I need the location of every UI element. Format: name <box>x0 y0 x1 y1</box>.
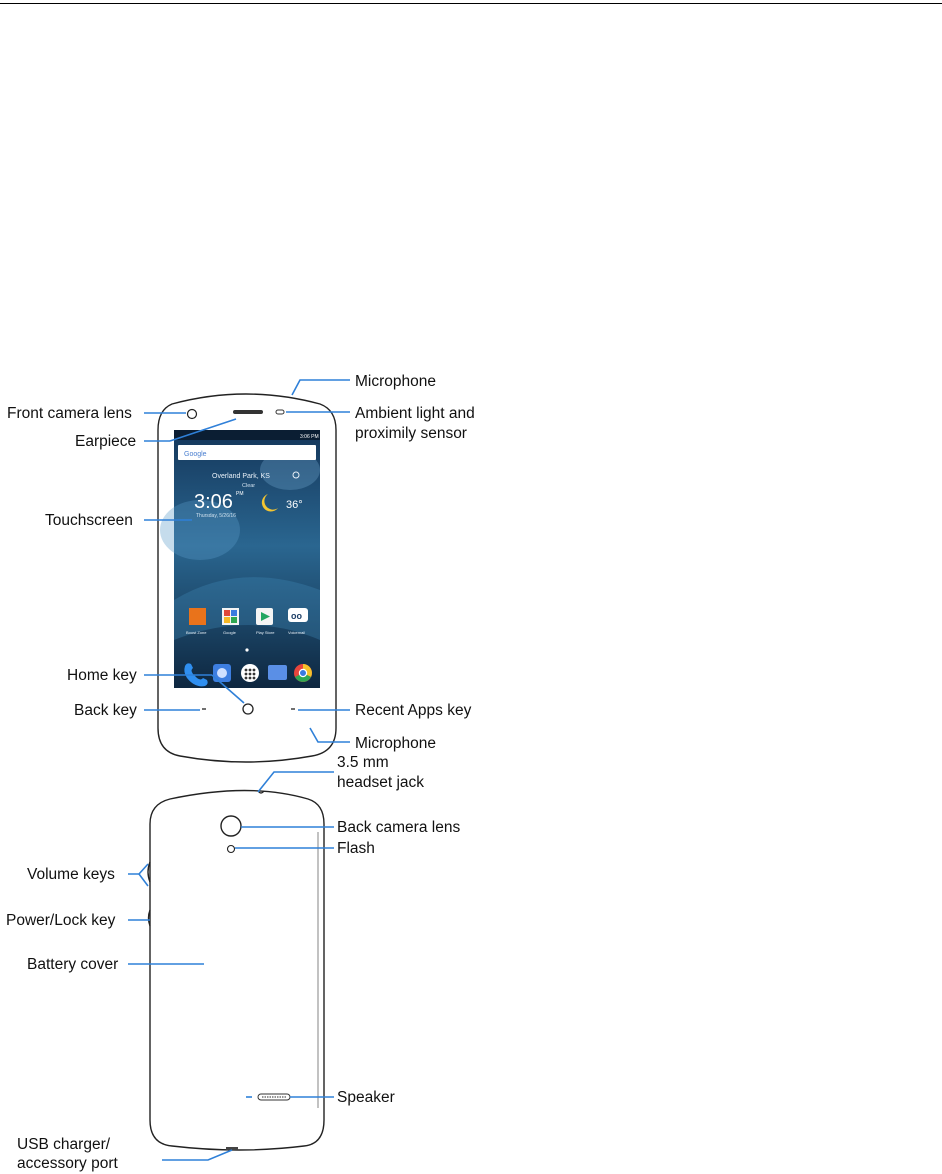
app-label-1: Boost Zone <box>186 630 207 635</box>
label-front-camera: Front camera lens <box>7 405 132 422</box>
usb-port <box>226 1147 238 1150</box>
earpiece-slot <box>233 410 263 414</box>
search-bar <box>178 445 316 460</box>
boost-zone-icon <box>189 608 206 625</box>
label-flash: Flash <box>337 840 375 857</box>
label-speaker: Speaker <box>337 1089 395 1106</box>
location-text: Overland Park, KS <box>212 473 270 480</box>
label-microphone-top: Microphone <box>355 373 436 390</box>
label-microphone-bottom: Microphone <box>355 735 436 752</box>
dock <box>184 663 312 687</box>
front-phone: 3:06 PM Google Overland Park, KS Clear 3… <box>157 393 337 763</box>
touchscreen-display <box>174 430 320 688</box>
label-earpiece: Earpiece <box>75 433 136 450</box>
home-key-mark <box>242 703 254 715</box>
phone-icon <box>184 663 208 687</box>
front-labels: Microphone Front camera lens Ambient lig… <box>7 373 475 752</box>
voicemail-icon <box>288 608 308 622</box>
app-label-4: Voicemail <box>288 630 305 635</box>
back-camera-lens <box>220 815 242 837</box>
label-battery-cover: Battery cover <box>27 956 118 973</box>
label-usb-line1: USB charger/ <box>17 1136 111 1153</box>
power-key-bump <box>147 909 151 927</box>
status-bar <box>174 430 320 440</box>
weather-condition: Clear <box>242 483 255 489</box>
label-touchscreen: Touchscreen <box>45 512 133 529</box>
label-volume-keys: Volume keys <box>27 866 115 883</box>
front-leaders <box>144 379 350 743</box>
ambient-sensor <box>275 409 285 415</box>
back-phone <box>147 789 325 1151</box>
label-ambient-line1: Ambient light and <box>355 405 475 422</box>
label-power-key: Power/Lock key <box>6 912 116 929</box>
search-brand: Google <box>184 451 207 458</box>
label-recent-apps: Recent Apps key <box>355 702 472 719</box>
app-label-3: Play Store <box>256 630 275 635</box>
flash-led <box>226 844 236 854</box>
front-camera-lens <box>186 408 198 420</box>
label-headset-line2: headset jack <box>337 774 424 791</box>
status-time: 3:06 PM <box>300 434 319 440</box>
label-back-key: Back key <box>74 702 137 719</box>
svg-text:oo: oo <box>291 611 302 621</box>
label-ambient-line2: proximily sensor <box>355 425 467 442</box>
app-row: oo Boost Zone Google Play Store Voicemai… <box>186 608 308 635</box>
volume-keys-bump <box>147 861 151 883</box>
clock-time: 3:06 <box>194 491 233 513</box>
label-home-key: Home key <box>67 667 137 684</box>
back-labels: 3.5 mm headset jack Back camera lens Fla… <box>6 754 460 1172</box>
label-back-camera: Back camera lens <box>337 819 460 836</box>
page-indicator <box>245 648 249 652</box>
messages-icon <box>268 665 287 680</box>
moon-icon <box>261 494 278 512</box>
back-leaders <box>128 771 334 1161</box>
label-usb-line2: accessory port <box>17 1155 118 1172</box>
back-phone-body <box>149 789 325 1151</box>
clock-date: Thursday, 5/26/16 <box>196 513 236 519</box>
temperature: 36° <box>286 499 303 511</box>
label-headset-line1: 3.5 mm <box>337 754 389 771</box>
page-top-rule <box>0 3 942 4</box>
clock-ampm: PM <box>236 491 244 497</box>
app-label-2: Google <box>223 630 237 635</box>
